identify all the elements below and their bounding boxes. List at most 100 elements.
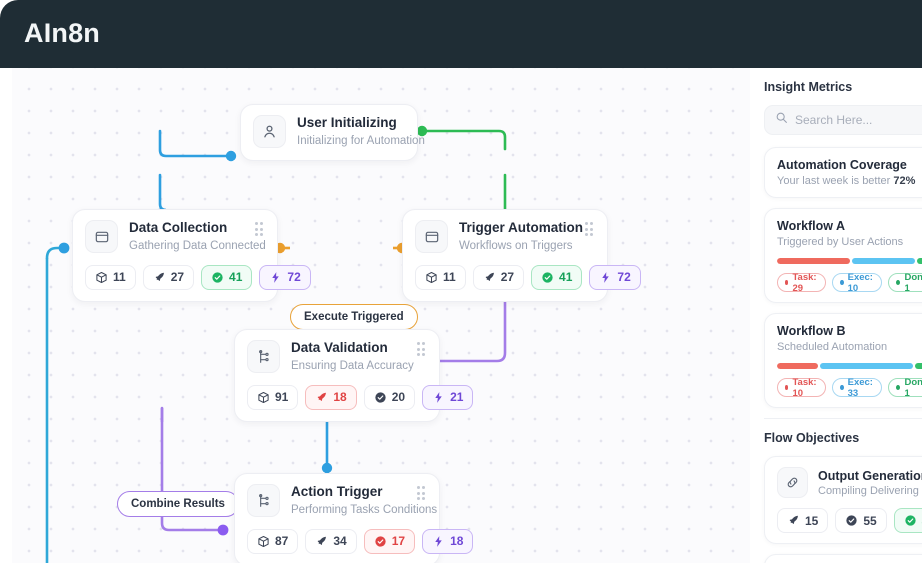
workflow-a-card[interactable]: Workflow A Triggered by User Actions Tas… bbox=[764, 208, 922, 303]
flow-objectives-heading: Flow Objectives bbox=[764, 431, 860, 445]
chip-value: 55 bbox=[863, 513, 877, 528]
drag-handle-icon[interactable] bbox=[583, 222, 595, 236]
automation-coverage-card[interactable]: Automation Coverage Your last week is be… bbox=[764, 147, 922, 198]
drag-handle-icon[interactable] bbox=[253, 222, 265, 236]
node-title: User Initializing bbox=[297, 115, 397, 130]
objective-header: Output Generation Compiling Delivering bbox=[777, 467, 922, 498]
objective-chips: 15 55 41 bbox=[777, 508, 922, 533]
node-chips: 87 34 17 18 bbox=[247, 528, 474, 554]
node-subtitle: Performing Tasks Conditions bbox=[291, 503, 438, 516]
flow-icon bbox=[247, 484, 280, 518]
sidebar-divider bbox=[764, 418, 922, 419]
chip-rocket[interactable]: 15 bbox=[777, 508, 829, 533]
coverage-subtitle-text: Your last week is better bbox=[777, 175, 894, 187]
badge-label: Task: 10 bbox=[792, 376, 817, 399]
drag-handle-icon[interactable] bbox=[415, 486, 427, 500]
chip-check[interactable]: 41 bbox=[201, 264, 253, 290]
chip-value: 41 bbox=[559, 270, 573, 285]
flow-icon bbox=[247, 340, 280, 374]
workflow-b-card[interactable]: Workflow B Scheduled Automation Task: 10… bbox=[764, 313, 922, 408]
chip-box[interactable]: 11 bbox=[415, 264, 466, 290]
chip-rocket[interactable]: 34 bbox=[305, 528, 357, 554]
chip-check[interactable]: 41 bbox=[531, 264, 583, 290]
badge-done[interactable]: Done: 1 bbox=[888, 271, 922, 294]
node-header: Data Collection Gathering Data Connected bbox=[85, 220, 266, 254]
chip-box[interactable]: 87 bbox=[247, 528, 299, 554]
workflow-badges: Task: 10 Exec: 33 Done: 1 bbox=[777, 376, 922, 399]
chip-value: 17 bbox=[391, 534, 406, 549]
chip-check[interactable]: 20 bbox=[363, 384, 416, 410]
chip-value: 15 bbox=[805, 513, 819, 528]
brand-logo: AIn8n bbox=[24, 18, 101, 48]
node-user-initializing[interactable]: User Initializing Initializing for Autom… bbox=[240, 104, 425, 161]
bar-segment-done bbox=[915, 363, 922, 369]
chip-bolt[interactable]: 18 bbox=[422, 528, 474, 554]
workflow-canvas[interactable]: Initialize Data Setup Automation Execute… bbox=[12, 68, 750, 563]
node-trigger-automation[interactable]: Trigger Automation Workflows on Triggers… bbox=[402, 209, 641, 302]
badge-label: Task: 29 bbox=[792, 271, 817, 294]
node-subtitle: Workflows on Triggers bbox=[459, 239, 573, 252]
chip-value: 20 bbox=[391, 390, 406, 405]
pill-execute-triggered[interactable]: Execute Triggered bbox=[290, 304, 418, 330]
window-icon bbox=[415, 220, 448, 254]
insight-metrics-heading: Insight Metrics bbox=[764, 80, 853, 94]
node-header: Trigger Automation Workflows on Triggers bbox=[415, 220, 595, 254]
chip-value: 21 bbox=[450, 390, 464, 405]
node-title: Data Validation bbox=[291, 340, 388, 355]
link-icon bbox=[777, 467, 808, 498]
chip-box[interactable]: 91 bbox=[247, 384, 299, 410]
chip-bolt[interactable]: 72 bbox=[589, 264, 641, 290]
chip-bolt[interactable]: 21 bbox=[422, 384, 474, 410]
node-title: Trigger Automation bbox=[459, 220, 583, 235]
drag-handle-icon[interactable] bbox=[415, 342, 427, 356]
chip-value: 41 bbox=[229, 270, 243, 285]
node-title: Action Trigger bbox=[291, 484, 383, 499]
node-header: User Initializing Initializing for Autom… bbox=[253, 115, 425, 149]
chip-value: 87 bbox=[275, 534, 289, 549]
node-header: Action Trigger Performing Tasks Conditio… bbox=[247, 484, 438, 518]
node-header: Data Validation Ensuring Data Accuracy bbox=[247, 340, 427, 374]
insight-sidebar: Insight Metrics Automation Coverage Your… bbox=[750, 68, 922, 563]
node-action-trigger[interactable]: Action Trigger Performing Tasks Conditio… bbox=[234, 473, 474, 563]
badge-label: Done: 1 bbox=[904, 376, 922, 399]
user-icon bbox=[253, 115, 286, 149]
node-text: User Initializing Initializing for Autom… bbox=[297, 115, 425, 149]
search-bar[interactable] bbox=[764, 105, 922, 135]
pill-combine-results[interactable]: Combine Results bbox=[117, 491, 239, 517]
chip-check-green[interactable]: 41 bbox=[893, 508, 922, 533]
chip-box[interactable]: 11 bbox=[85, 264, 136, 290]
chip-rocket[interactable]: 18 bbox=[305, 384, 357, 410]
objective-output-generation[interactable]: Output Generation Compiling Delivering 1… bbox=[764, 456, 922, 544]
node-text: Data Validation Ensuring Data Accuracy bbox=[291, 340, 414, 374]
node-data-collection[interactable]: Data Collection Gathering Data Connected… bbox=[72, 209, 311, 302]
search-input[interactable] bbox=[795, 113, 922, 127]
badge-task[interactable]: Task: 10 bbox=[777, 376, 827, 399]
window-icon bbox=[85, 220, 118, 254]
chip-value: 11 bbox=[113, 270, 126, 285]
badge-exec[interactable]: Exec: 33 bbox=[832, 377, 883, 399]
coverage-title: Automation Coverage bbox=[777, 158, 907, 172]
workflow-subtitle: Triggered by User Actions bbox=[777, 236, 904, 248]
chip-value: 27 bbox=[170, 270, 185, 285]
chip-value: 91 bbox=[275, 390, 289, 405]
badge-done[interactable]: Done: 1 bbox=[888, 376, 922, 399]
workflow-title: Workflow A bbox=[777, 219, 846, 233]
workflow-progress-bar bbox=[777, 363, 922, 369]
objective-lorem-ipsum[interactable]: Lorem Ipsum bbox=[764, 554, 922, 563]
chip-value: 11 bbox=[443, 270, 456, 285]
node-data-validation[interactable]: Data Validation Ensuring Data Accuracy 9… bbox=[234, 329, 474, 422]
node-text: Data Collection Gathering Data Connected bbox=[129, 220, 266, 254]
badge-task[interactable]: Task: 29 bbox=[777, 271, 827, 294]
chip-check-dark[interactable]: 55 bbox=[835, 508, 887, 533]
chip-rocket[interactable]: 27 bbox=[142, 264, 195, 290]
workflow-title: Workflow B bbox=[777, 324, 846, 338]
chip-check[interactable]: 17 bbox=[363, 528, 416, 554]
bar-segment-exec bbox=[852, 258, 915, 264]
search-icon bbox=[775, 111, 788, 129]
chip-rocket[interactable]: 27 bbox=[472, 264, 525, 290]
app-header: AIn8n bbox=[0, 0, 922, 68]
badge-label: Done: 1 bbox=[904, 271, 922, 294]
chip-bolt[interactable]: 72 bbox=[259, 264, 311, 290]
objective-title: Output Generation bbox=[818, 468, 922, 483]
badge-exec[interactable]: Exec: 10 bbox=[832, 272, 883, 294]
